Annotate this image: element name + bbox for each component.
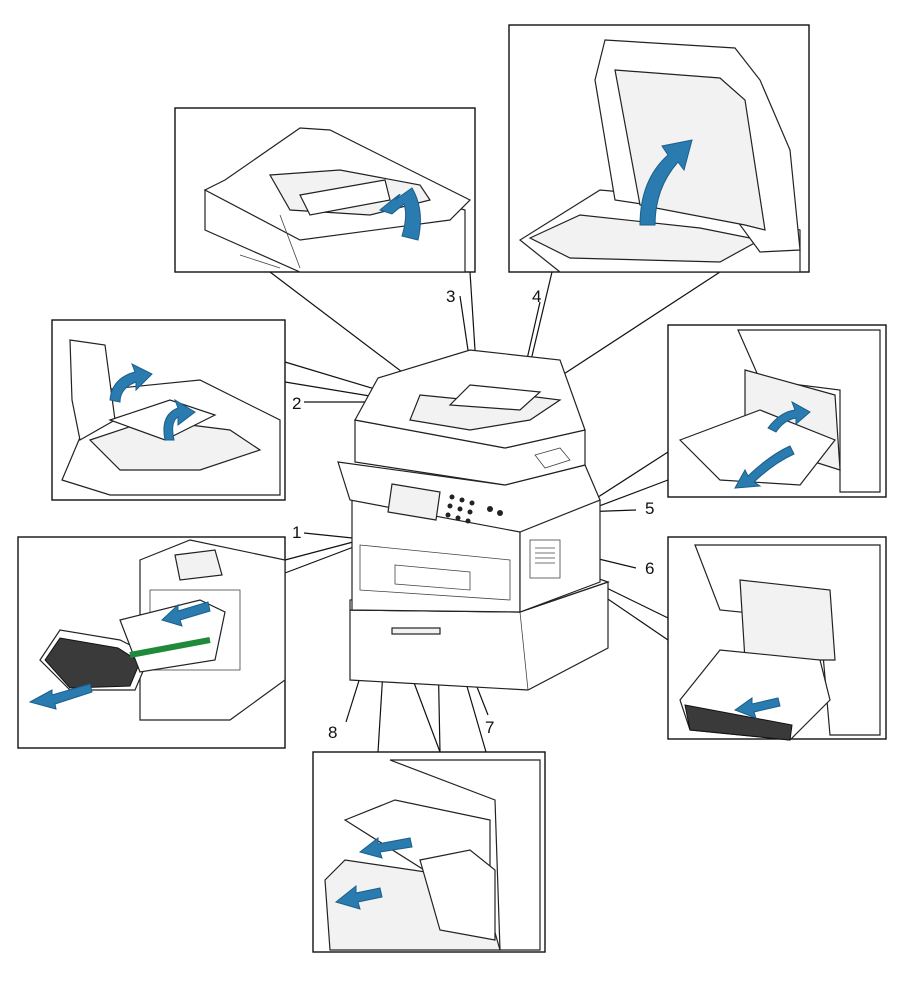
panel-toner-cartridge (17, 536, 286, 749)
callout-6: 6 (645, 559, 654, 578)
panel-duplex-unit (667, 536, 887, 741)
panel-rear-door (667, 324, 887, 498)
callout-8: 8 (328, 723, 337, 742)
main-printer (337, 349, 610, 691)
curved-arrow-icon (767, 400, 811, 433)
pull-arrow-icon (161, 601, 211, 627)
panel-adf-top-cover (51, 319, 286, 501)
curved-arrow-icon (378, 187, 421, 241)
panel-adf-output (174, 107, 476, 273)
callout-3: 3 (446, 287, 455, 306)
pull-arrow-icon (334, 884, 383, 910)
callout-4: 4 (532, 287, 541, 306)
panel-paper-tray (312, 751, 546, 953)
pull-arrow-icon (28, 683, 93, 710)
pull-arrow-icon (733, 697, 781, 719)
pull-arrow-icon (358, 836, 413, 859)
curved-arrow-icon (734, 445, 795, 489)
callout-2: 2 (292, 394, 301, 413)
callout-1: 1 (292, 523, 301, 542)
callout-7: 7 (485, 718, 494, 737)
panel-adf-lid-open (508, 24, 810, 273)
callout-5: 5 (645, 499, 654, 518)
curved-arrow-icon (109, 362, 153, 403)
curved-arrow-icon (639, 139, 693, 226)
callout-labels: 1 2 3 4 5 6 7 8 (292, 287, 654, 742)
curved-arrow-icon (163, 398, 196, 441)
